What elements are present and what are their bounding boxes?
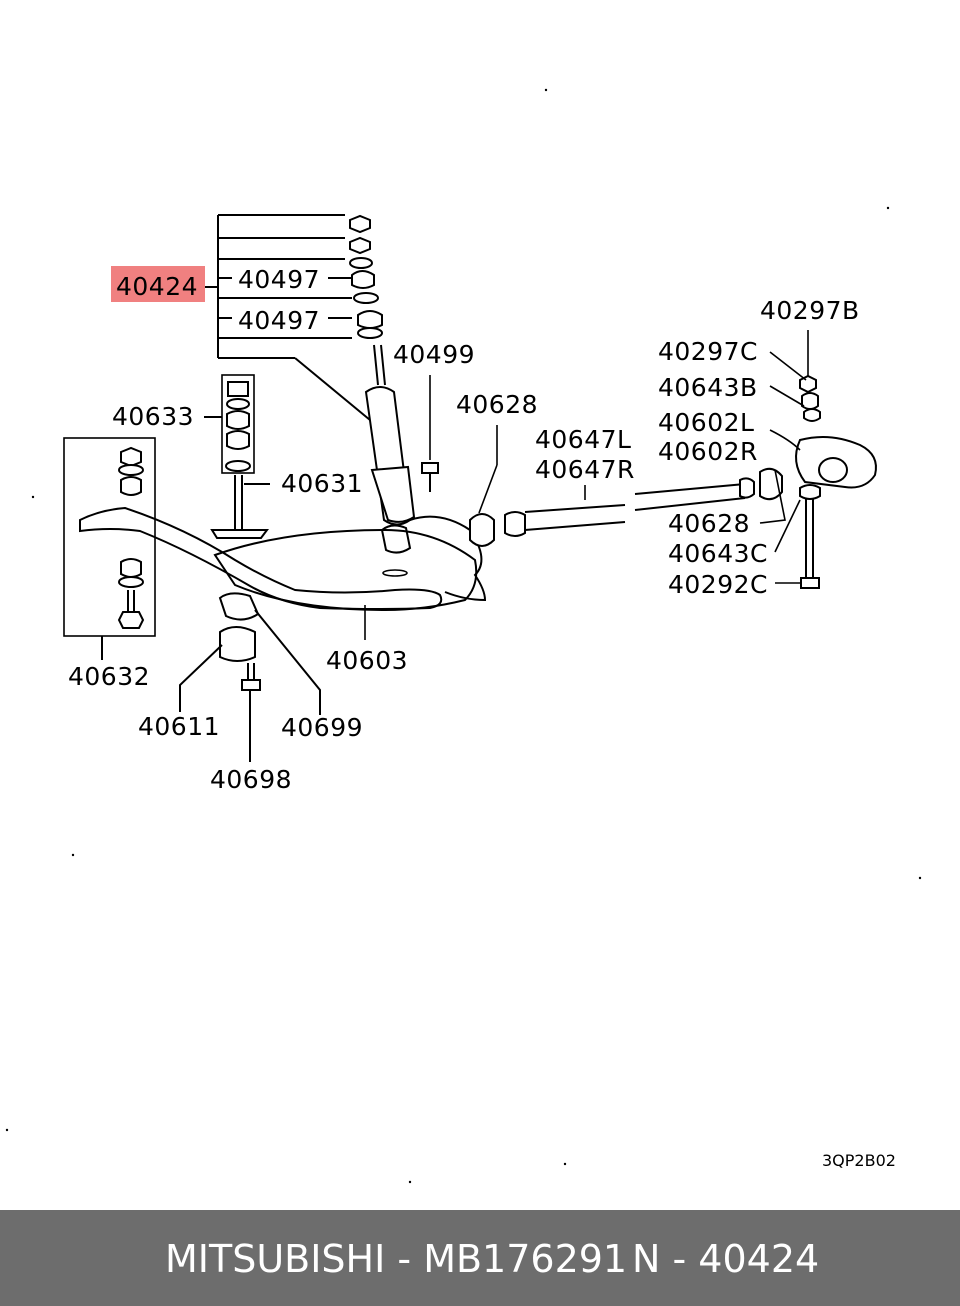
label-40628-right: 40628 xyxy=(668,509,750,538)
label-40499: 40499 xyxy=(393,340,475,369)
label-40292C: 40292C xyxy=(668,570,768,599)
drawing-code: 3QP2B02 xyxy=(822,1151,896,1170)
label-40297C: 40297C xyxy=(658,337,758,366)
scan-dots xyxy=(5,88,922,1184)
shock-kit-bracket xyxy=(205,214,371,421)
shock-top-hardware xyxy=(349,214,383,339)
highlight-40424 xyxy=(111,266,205,302)
bushing-stack-40633 xyxy=(204,374,255,474)
bracket-40632 xyxy=(63,437,156,660)
label-40699: 40699 xyxy=(281,713,363,742)
stud-40631 xyxy=(210,475,270,539)
bolt-40499 xyxy=(421,375,439,492)
stabilizer-bar xyxy=(79,506,443,640)
label-40698: 40698 xyxy=(210,765,292,794)
footer-brand-part: MITSUBISHI - MB176291 xyxy=(165,1237,628,1281)
label-40603: 40603 xyxy=(326,646,408,675)
parts-diagram: 40424 40497 40497 40499 40633 40631 4062… xyxy=(5,88,922,1184)
label-40602R: 40602R xyxy=(658,437,758,466)
label-40643B: 40643B xyxy=(658,373,758,402)
label-40631: 40631 xyxy=(281,469,363,498)
label-40497-lower: 40497 xyxy=(238,306,320,335)
clamp-group xyxy=(179,592,321,762)
strut-rod xyxy=(469,425,783,547)
label-40497-upper: 40497 xyxy=(238,265,320,294)
label-40602L: 40602L xyxy=(658,408,754,437)
footer-bar: MITSUBISHI - MB176291 N - 40424 xyxy=(0,1210,960,1306)
shock-absorber xyxy=(364,344,416,554)
label-40647R: 40647R xyxy=(535,455,635,484)
bracket-40602 xyxy=(769,330,877,489)
label-40643C: 40643C xyxy=(668,539,768,568)
label-40611: 40611 xyxy=(138,712,220,741)
label-40628-left: 40628 xyxy=(456,390,538,419)
label-40424: 40424 xyxy=(116,272,198,301)
bolt-40292c xyxy=(759,469,821,589)
label-40633: 40633 xyxy=(112,402,194,431)
label-40297B: 40297B xyxy=(760,296,860,325)
footer-reference: N - 40424 xyxy=(632,1237,820,1281)
label-40632: 40632 xyxy=(68,662,150,691)
label-40647L: 40647L xyxy=(535,425,631,454)
